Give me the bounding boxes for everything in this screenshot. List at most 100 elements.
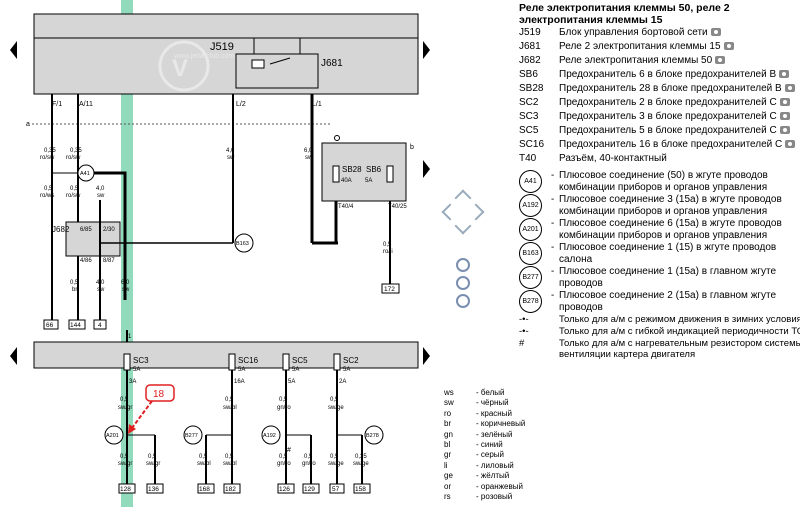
fuse-box-c-module[interactable] [33, 341, 419, 369]
svg-text:5A: 5A [133, 367, 140, 373]
svg-text:gn/ro: gn/ro [277, 405, 291, 411]
next-page-arrow-bottom-icon[interactable] [423, 347, 430, 365]
svg-text:0,5: 0,5 [44, 186, 53, 192]
svg-text:sw/ge: sw/ge [328, 461, 344, 467]
svg-text:4,0: 4,0 [96, 280, 105, 286]
svg-text:8/87: 8/87 [103, 258, 115, 264]
terminal-129[interactable] [302, 483, 320, 494]
next-page-arrow-lower-icon[interactable] [423, 160, 430, 178]
color-row: sw- чёрный [444, 398, 509, 408]
camera-icon[interactable] [784, 84, 795, 93]
svg-text:sw/gr: sw/gr [118, 461, 132, 467]
svg-text:6,0: 6,0 [304, 148, 313, 154]
terminal-172[interactable] [381, 283, 400, 294]
zoom-out-icon[interactable] [456, 294, 470, 308]
svg-text:a: a [26, 121, 30, 128]
j682-relay[interactable] [65, 221, 121, 257]
zoom-in-icon[interactable] [456, 258, 470, 272]
terminal-128[interactable] [118, 483, 136, 494]
svg-text:SC5: SC5 [292, 356, 308, 365]
svg-text:0,5: 0,5 [225, 397, 234, 403]
svg-text:J682: J682 [52, 225, 70, 234]
pan-up-icon[interactable] [454, 189, 472, 207]
terminal-4[interactable] [93, 319, 107, 330]
wire-color-legend: ws- белый sw- чёрный ro- красный br- кор… [444, 388, 554, 502]
color-row: rs- розовый [444, 491, 513, 501]
camera-icon[interactable] [779, 112, 790, 121]
pan-down-icon[interactable] [454, 217, 472, 235]
zoom-reset-icon[interactable] [456, 276, 470, 290]
svg-text:0,5: 0,5 [120, 397, 129, 403]
callout-badge[interactable] [145, 384, 175, 402]
terminal-144[interactable] [68, 319, 86, 330]
junction-a192[interactable] [261, 425, 281, 445]
terminal-136[interactable] [146, 483, 164, 494]
svg-text:0,35: 0,35 [355, 454, 367, 460]
watermark-logo: V www.jetta-club.com [158, 40, 234, 92]
prev-page-arrow-icon[interactable] [10, 41, 17, 59]
next-page-arrow-icon[interactable] [423, 41, 430, 59]
svg-text:#: # [287, 447, 291, 454]
camera-icon[interactable] [779, 98, 790, 107]
pan-right-icon[interactable] [467, 203, 485, 221]
svg-text:sw: sw [305, 155, 313, 161]
junction-b278[interactable] [364, 425, 384, 445]
svg-text:A/11: A/11 [79, 101, 93, 108]
junction-b277[interactable] [183, 425, 203, 445]
callout-number: 18 [153, 389, 165, 400]
svg-text:sw/ge: sw/ge [353, 461, 369, 467]
junction-b163[interactable] [234, 233, 254, 253]
terminal-168[interactable] [197, 483, 215, 494]
terminal-182[interactable] [223, 483, 241, 494]
fuse-sc16[interactable]: SC16 5A [228, 353, 259, 373]
svg-text:B278: B278 [366, 433, 379, 439]
j681-relay[interactable] [235, 53, 319, 89]
svg-text:B163: B163 [236, 241, 249, 247]
svg-text:0,5: 0,5 [148, 454, 157, 460]
camera-icon[interactable] [723, 42, 734, 51]
svg-text:66: 66 [46, 322, 54, 329]
svg-text:1: 1 [128, 334, 132, 340]
svg-text:V: V [172, 55, 188, 82]
svg-text:0,5: 0,5 [70, 186, 79, 192]
terminal-57[interactable] [329, 483, 345, 494]
terminal-66[interactable] [43, 319, 59, 330]
svg-text:0,35: 0,35 [44, 148, 56, 154]
color-row: gr- серый [444, 450, 505, 460]
svg-text:SB6: SB6 [366, 165, 382, 174]
junction-a201[interactable] [104, 425, 124, 445]
terminal-126[interactable] [277, 483, 295, 494]
svg-text:sw/bl: sw/bl [223, 405, 237, 411]
svg-text:gn/ro: gn/ro [302, 461, 316, 467]
svg-text:sw/gr: sw/gr [146, 461, 160, 467]
prev-page-arrow-lower-icon[interactable] [10, 347, 17, 365]
svg-text:158: 158 [355, 486, 366, 493]
camera-icon[interactable] [779, 126, 790, 135]
svg-text:A201: A201 [106, 433, 119, 439]
svg-text:SC16: SC16 [238, 356, 259, 365]
camera-icon[interactable] [715, 56, 726, 65]
camera-icon[interactable] [785, 140, 796, 149]
camera-icon[interactable] [779, 70, 790, 79]
camera-icon[interactable] [710, 28, 721, 37]
svg-text:SB28: SB28 [342, 165, 362, 174]
j519-module[interactable] [33, 13, 419, 95]
svg-text:0,5: 0,5 [330, 454, 339, 460]
svg-text:T40/4: T40/4 [338, 204, 354, 210]
svg-text:0,35: 0,35 [70, 148, 82, 154]
legend-panel: Реле электропитания клеммы 50, реле 2 эл… [519, 2, 800, 360]
svg-text:2/30: 2/30 [103, 227, 115, 233]
pan-left-icon[interactable] [441, 203, 459, 221]
svg-text:ro/ws: ro/ws [40, 193, 54, 199]
terminal-158[interactable] [353, 483, 371, 494]
